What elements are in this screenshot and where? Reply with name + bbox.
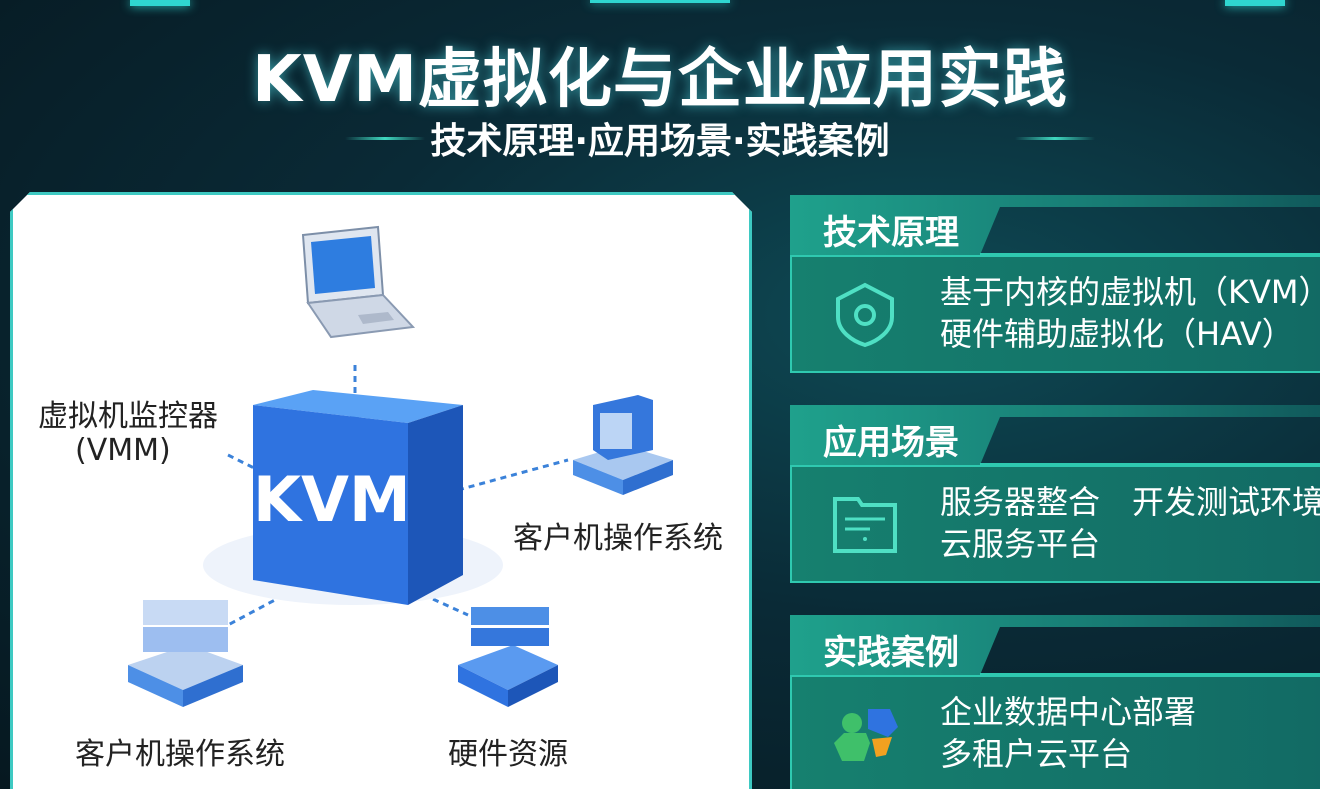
section-line: 硬件辅助虚拟化（HAV） [940, 315, 1294, 353]
guest-os-right-label: 客户机操作系统 [513, 521, 723, 556]
kvm-label: KVM [253, 463, 411, 536]
section-body: 基于内核的虚拟机（KVM） 硬件辅助虚拟化（HAV） [790, 255, 1320, 373]
kvm-diagram-panel: KVM 虚拟机监控器 (VMM) 客户机操作系统 客户机操作系统 硬件资源 [10, 192, 752, 789]
guest-os-bottom-label: 客户机操作系统 [75, 737, 285, 772]
section-line: 企业数据中心部署 [940, 693, 1197, 731]
vmm-label: 虚拟机监控器 [38, 399, 218, 434]
kvm-cube-icon [203, 390, 503, 605]
divider [345, 137, 425, 140]
users-cube-icon [834, 709, 898, 761]
section-title: 实践案例 [823, 633, 959, 673]
tab-edge [980, 463, 1320, 466]
section-line: 云服务平台 [940, 525, 1101, 563]
section-application-scenarios: 应用场景 服务器整合 开发测试环境 云服务平台 [790, 405, 1320, 583]
hardware-label: 硬件资源 [448, 737, 568, 772]
top-decoration [1225, 0, 1285, 6]
server-icon [573, 395, 673, 495]
page-subtitle: 技术原理·应用场景·实践案例 [430, 121, 890, 162]
section-title: 技术原理 [823, 213, 959, 253]
section-body: 服务器整合 开发测试环境 云服务平台 [790, 465, 1320, 583]
diagram-connectors [13, 195, 755, 789]
top-decoration [590, 0, 730, 3]
section-line: 多租户云平台 [940, 735, 1133, 773]
top-decoration [130, 0, 190, 6]
tab-edge [980, 253, 1320, 256]
shield-icon [836, 282, 894, 348]
section-body: 企业数据中心部署 多租户云平台 [790, 675, 1320, 789]
section-line: 基于内核的虚拟机（KVM） [940, 273, 1320, 311]
vmm-abbr-label: (VMM) [75, 433, 171, 468]
section-tech-principles: 技术原理 基于内核的虚拟机（KVM） 硬件辅助虚拟化（HAV） [790, 195, 1320, 373]
connector-guest-right [458, 460, 568, 490]
section-line: 服务器整合 开发测试环境 [940, 483, 1320, 521]
divider [1015, 137, 1095, 140]
page-title: KVM虚拟化与企业应用实践 [252, 43, 1068, 117]
folder-icon [833, 497, 897, 553]
section-title: 应用场景 [823, 423, 959, 463]
tab-edge [980, 673, 1320, 676]
server-stack-icon [128, 600, 243, 707]
laptop-icon [303, 227, 413, 337]
section-practice-cases: 实践案例 企业数据中心部署 多租户云平台 [790, 615, 1320, 789]
hardware-stack-icon [458, 607, 558, 707]
